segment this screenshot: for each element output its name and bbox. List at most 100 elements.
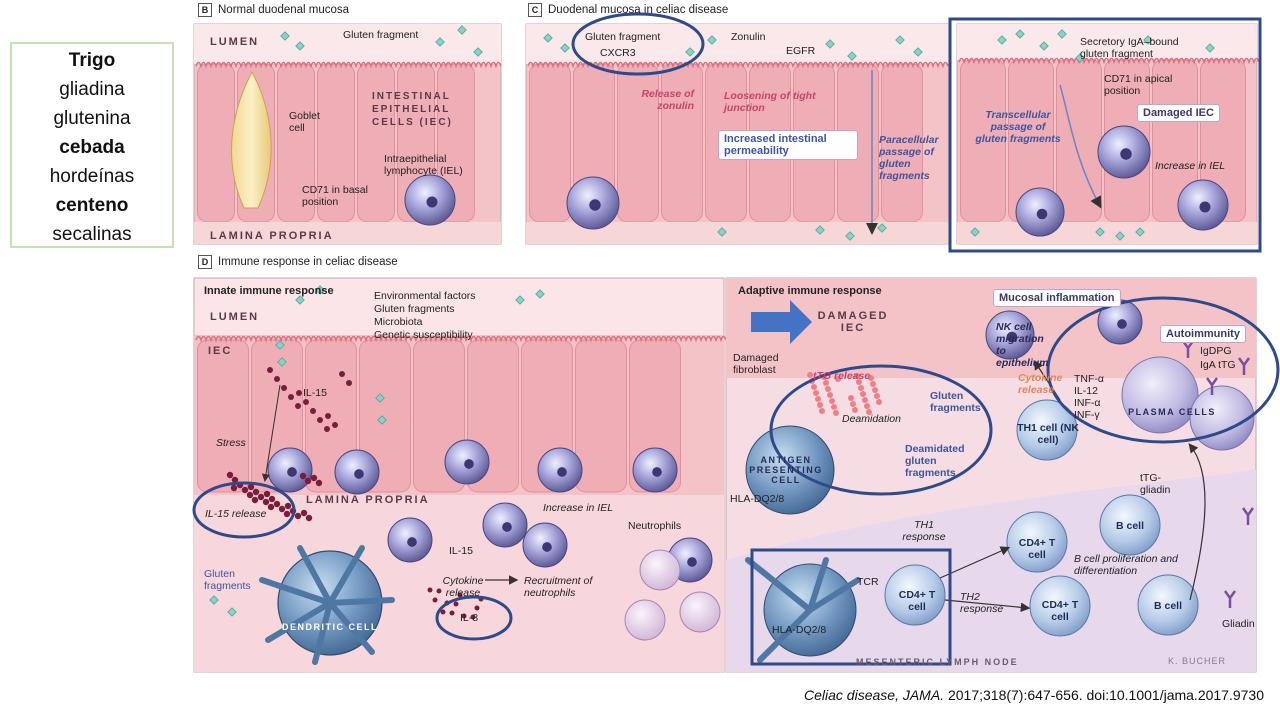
adaptive-igattg-label: IgA tTG bbox=[1200, 359, 1236, 371]
il15-dot bbox=[252, 488, 260, 496]
adaptive-ttg-gliadin-label: tTG- gliadin bbox=[1140, 472, 1171, 496]
il8-dot bbox=[461, 613, 467, 619]
innate-recruitment-label: Recruitment of neutrophils bbox=[524, 575, 593, 599]
illustrator-signature: K. BUCHER bbox=[1168, 656, 1227, 666]
ttg-dot bbox=[870, 381, 876, 387]
panel-c-brush-border bbox=[527, 61, 949, 69]
il15-dot bbox=[303, 399, 309, 405]
il8-dot bbox=[432, 597, 438, 603]
il15-dot bbox=[268, 495, 276, 503]
innate-micro-label: Microbiota bbox=[374, 316, 423, 328]
innate-gluten-frag-label: Gluten fragments bbox=[204, 568, 251, 592]
panel-c-gluten-fragment bbox=[560, 43, 570, 53]
neutrophil bbox=[679, 591, 721, 633]
panel-c-increase-iel-label: Increase in IEL bbox=[1155, 160, 1226, 172]
adaptive-iel-cell-nucleus bbox=[1117, 319, 1127, 329]
panel-b-epithelial-cell bbox=[197, 63, 235, 223]
panel-c-inset-gluten-fragment bbox=[1015, 29, 1025, 39]
innate-iel-cell-nucleus bbox=[354, 469, 364, 479]
adaptive-mesenteric-label: MESENTERIC LYMPH NODE bbox=[856, 657, 1019, 667]
innate-gluten-label: Gluten fragments bbox=[374, 303, 455, 315]
panel-d-title: D Immune response in celiac disease bbox=[198, 255, 398, 269]
panel-b-brush-border bbox=[195, 61, 502, 69]
il15-dot bbox=[310, 474, 318, 482]
ttg-dot bbox=[872, 387, 878, 393]
panel-b-lamina bbox=[194, 222, 501, 244]
ttg-dot bbox=[848, 395, 854, 401]
cd4-t-cell bbox=[884, 564, 946, 626]
adaptive-damaged-iec-label: DAMAGED IEC bbox=[817, 310, 889, 334]
panel-c-inset-gluten-fragment bbox=[970, 227, 980, 237]
apc-dendrite bbox=[745, 557, 813, 613]
il15-dot bbox=[324, 426, 330, 432]
panel-c-release-zonulin-label: Release of zonulin bbox=[641, 88, 694, 112]
adaptive-hla2-label: HLA-DQ2/8 bbox=[772, 624, 827, 636]
apc-dendrite bbox=[757, 607, 813, 663]
il8-dot bbox=[453, 601, 459, 607]
panel-b-gluten-fragment bbox=[435, 37, 445, 47]
dendrite bbox=[297, 545, 333, 606]
panel-c-lamina bbox=[526, 222, 950, 244]
ttg-dot bbox=[862, 397, 868, 403]
adaptive-title: Adaptive immune response bbox=[738, 285, 882, 297]
adaptive-b-cell-label: B cell bbox=[1115, 520, 1144, 532]
adaptive-gluten-frag-label: Gluten fragments bbox=[930, 390, 981, 414]
legend-line: gliadina bbox=[59, 79, 125, 100]
panel-c-inset-iel-left-nucleus bbox=[1036, 208, 1048, 220]
ttg-dot bbox=[850, 401, 856, 407]
legend-line: glutenina bbox=[53, 108, 131, 129]
il15-dot bbox=[300, 509, 308, 517]
panel-b-iel-label: Intraepithelial lymphocyte (IEL) bbox=[384, 153, 463, 177]
panel-c-title: C Duodenal mucosa in celiac disease bbox=[528, 3, 728, 17]
innate-gluten-fragment bbox=[277, 357, 287, 367]
antigen-presenting-cell bbox=[745, 425, 835, 515]
panel-c-inset-gluten-fragment bbox=[997, 35, 1007, 45]
highlight-ellipse-autoimmunity bbox=[1046, 296, 1280, 444]
il15-dot bbox=[226, 471, 234, 479]
innate-gluten-fragment bbox=[275, 340, 285, 350]
panel-c-inset-brush-border bbox=[958, 57, 1260, 65]
dendrite bbox=[259, 577, 333, 606]
innate-cytokine-label: Cytokine release bbox=[442, 575, 484, 599]
nk-cell-nucleus bbox=[1006, 331, 1018, 343]
adaptive-b-prolif-label: B cell proliferation and differentiation bbox=[1074, 553, 1178, 577]
panel-b-lumen bbox=[194, 24, 501, 64]
innate-iel-cell-nucleus bbox=[557, 467, 567, 477]
il8-dot bbox=[440, 609, 446, 615]
adaptive-hla1-label: HLA-DQ2/8 bbox=[730, 493, 785, 505]
il15-dot bbox=[267, 503, 275, 511]
highlight-rect-hla bbox=[750, 548, 952, 666]
dendrite bbox=[327, 600, 375, 655]
ttg-dot bbox=[856, 379, 862, 385]
adaptive-nk-migration-label: NK cell migration to epithelium bbox=[996, 321, 1049, 369]
adaptive-deamidated-label: Deamidated gluten fragments bbox=[905, 443, 965, 479]
legend-line: hordeínas bbox=[49, 166, 135, 187]
adaptive-th2-response-label: TH2 response bbox=[960, 591, 1004, 615]
panel-b-cd71-label: CD71 in basal position bbox=[302, 184, 368, 208]
panel-c-gluten-fragment bbox=[877, 223, 887, 233]
panel-c-gluten-fragment bbox=[847, 51, 857, 61]
adaptive-cd4-2-label: CD4+ T cell bbox=[898, 589, 936, 613]
ttg-dot bbox=[813, 390, 819, 396]
innate-gluten-fragment bbox=[535, 289, 545, 299]
highlight-arrow-icon bbox=[751, 300, 812, 344]
highlight-ellipse-gluten bbox=[571, 12, 705, 76]
panel-c-inset-gluten-fragment bbox=[1039, 41, 1049, 51]
innate-iel-cell-nucleus bbox=[652, 467, 662, 477]
il15-dot bbox=[284, 502, 292, 510]
ttg-dot bbox=[876, 399, 882, 405]
plasma-cell bbox=[1121, 356, 1199, 434]
il15-dot bbox=[246, 491, 254, 499]
il8-dot bbox=[427, 587, 433, 593]
adaptive-tcr-label: TCR bbox=[857, 576, 879, 588]
ttg-dot bbox=[864, 403, 870, 409]
panel-c-gluten-fragment bbox=[717, 227, 727, 237]
innate-brush-border bbox=[195, 335, 727, 343]
panel-c-gluten-fragment-label: Gluten fragment bbox=[585, 31, 661, 43]
dendrite bbox=[327, 597, 395, 606]
b-cell-2 bbox=[1137, 574, 1199, 636]
il15-dot bbox=[346, 380, 352, 386]
panel-c-gluten-fragment bbox=[895, 35, 905, 45]
